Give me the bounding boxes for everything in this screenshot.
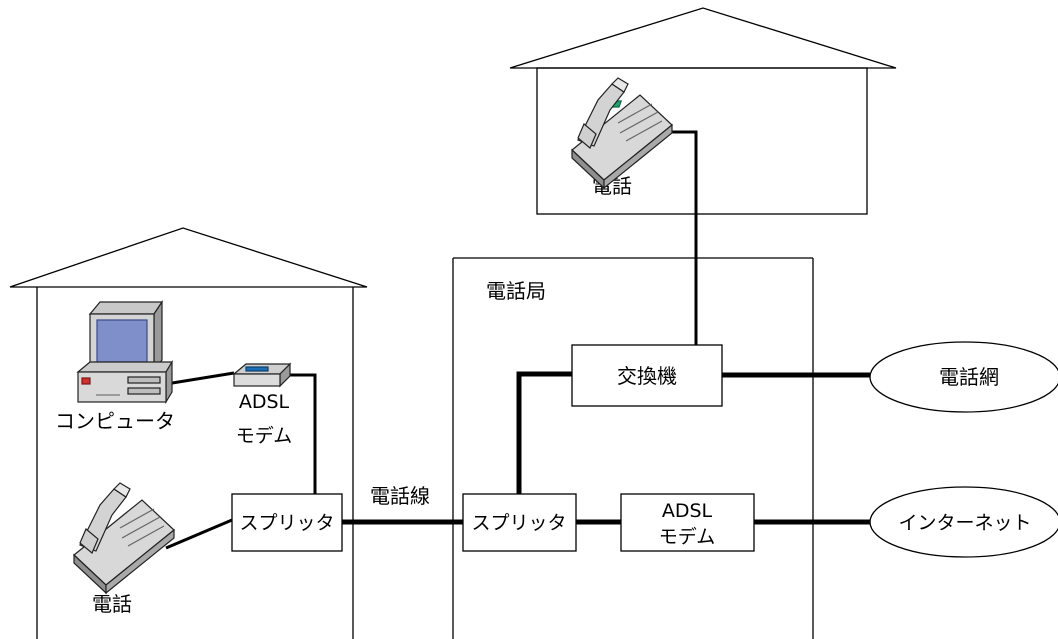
top-house-roof — [509, 7, 897, 69]
home-splitter-label: スプリッタ — [239, 512, 334, 534]
phone-network-label: 電話網 — [939, 365, 999, 389]
station-modem-box: ADSL モデム — [620, 493, 755, 552]
phone-network-ellipse: 電話網 — [869, 341, 1058, 413]
station-splitter-box: スプリッタ — [462, 493, 577, 552]
exchange-box: 交換機 — [571, 344, 723, 407]
computer-icon — [76, 300, 174, 405]
station-modem-label-line2: モデム — [659, 526, 716, 548]
telephone-icon — [73, 482, 175, 595]
top-house — [509, 7, 897, 215]
home-phone-label: 電話 — [92, 592, 132, 616]
home-modem-label-line2: モデム — [236, 425, 293, 447]
telephone-icon — [571, 77, 673, 190]
top-house-body — [536, 67, 868, 215]
home-house-roof — [9, 227, 368, 288]
station-splitter-label: スプリッタ — [471, 512, 566, 534]
phone-line-label: 電話線 — [370, 484, 430, 508]
telephone-station: 電話局 — [452, 257, 814, 639]
internet-label: インターネット — [898, 512, 1031, 534]
home-modem-label-line1: ADSL — [239, 391, 290, 413]
station-modem-label-line1: ADSL — [662, 500, 713, 522]
home-house — [9, 227, 368, 639]
connection-lines — [165, 130, 870, 550]
exchange-label: 交換機 — [617, 364, 677, 388]
home-splitter-box: スプリッタ — [231, 493, 343, 552]
adsl-modem-icon — [232, 362, 292, 388]
computer-label: コンピュータ — [55, 409, 175, 433]
internet-ellipse: インターネット — [869, 486, 1058, 558]
station-label: 電話局 — [486, 279, 546, 303]
